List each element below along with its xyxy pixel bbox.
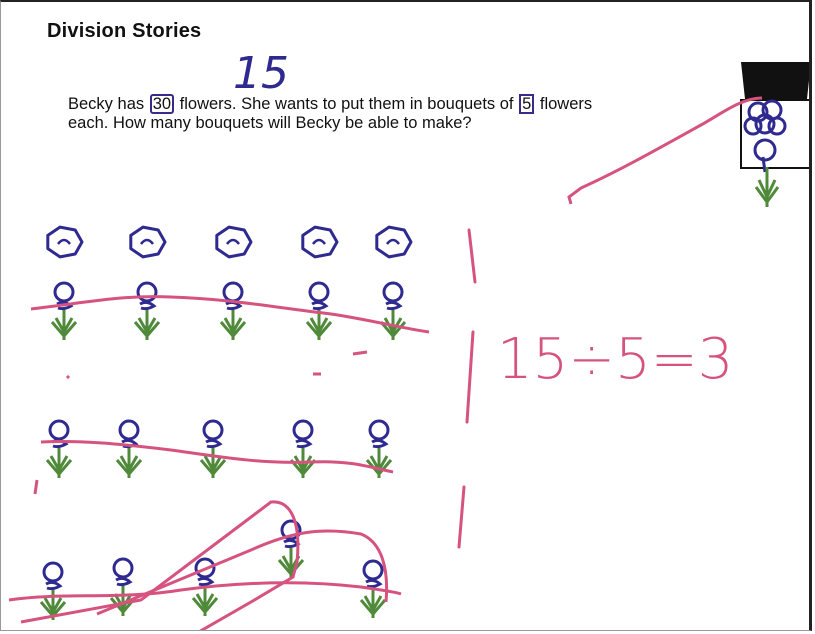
leaves-icon bbox=[289, 455, 317, 475]
petal-curl-icon bbox=[226, 238, 240, 245]
flower-head-icon bbox=[118, 419, 140, 441]
pink-dash-1 bbox=[352, 350, 368, 356]
vase-bouquet-icon bbox=[743, 99, 787, 173]
flower-head-icon bbox=[42, 561, 64, 583]
leaves-icon bbox=[133, 317, 161, 337]
problem-text-part1: Becky has bbox=[68, 95, 149, 113]
leaves-icon bbox=[45, 455, 73, 475]
flower-head-icon bbox=[382, 281, 404, 303]
pink-zigzag-stroke bbox=[20, 500, 300, 630]
problem-text-part3: flowers bbox=[535, 95, 593, 113]
flowers-drawing bbox=[39, 225, 413, 620]
petal-curl-icon bbox=[312, 238, 326, 245]
leaves-icon bbox=[50, 317, 78, 337]
flower-head-icon bbox=[222, 281, 244, 303]
flower-head-icon bbox=[112, 557, 134, 579]
flower-base-icon bbox=[311, 300, 329, 311]
leaves-icon bbox=[191, 593, 219, 613]
flower-base-icon bbox=[197, 576, 215, 587]
cloud-petal-icon bbox=[129, 225, 167, 259]
total-flowers-box: 30 bbox=[149, 94, 175, 114]
cloud-petal-icon bbox=[46, 225, 84, 259]
flower-base-icon bbox=[371, 438, 389, 449]
problem-text-part2: flowers. She wants to put them in bouque… bbox=[175, 95, 519, 113]
leaves-icon bbox=[359, 595, 387, 615]
pink-pointer-stroke bbox=[567, 96, 763, 205]
equation-15-div-5-eq-3: 15÷5=3 bbox=[497, 327, 733, 392]
problem-text: Becky has 30 flowers. She wants to put t… bbox=[68, 94, 708, 133]
cloud-petal-icon bbox=[301, 225, 339, 259]
pink-row3-stroke bbox=[8, 581, 402, 602]
flower-base-icon bbox=[121, 438, 139, 449]
problem-line-2: each. How many bouquets will Becky be ab… bbox=[68, 114, 472, 132]
vase-stem-icon bbox=[754, 167, 780, 207]
flower-head-icon bbox=[48, 419, 70, 441]
flower-base-icon bbox=[205, 438, 223, 449]
petal-curl-icon bbox=[386, 238, 400, 245]
vase-icon bbox=[740, 62, 809, 169]
petal-curl-icon bbox=[57, 238, 71, 245]
flower-base-icon bbox=[283, 538, 301, 549]
flower-head-icon bbox=[292, 419, 314, 441]
flower-head-icon bbox=[362, 559, 384, 581]
pink-row2-stroke bbox=[40, 439, 394, 474]
flower-base-icon bbox=[365, 578, 383, 589]
group-size-box: 5 bbox=[519, 94, 535, 114]
flower-head-icon bbox=[202, 419, 224, 441]
problem-line-1: Becky has 30 flowers. She wants to put t… bbox=[68, 94, 708, 114]
leaves-icon bbox=[39, 597, 67, 617]
leaves-icon bbox=[219, 317, 247, 337]
flower-base-icon bbox=[56, 300, 74, 311]
pink-row1-stroke bbox=[30, 295, 430, 334]
leaves-icon bbox=[199, 455, 227, 475]
leaves-icon bbox=[305, 317, 333, 337]
flower-head-icon bbox=[308, 281, 330, 303]
leaves-icon bbox=[379, 317, 407, 337]
flower-base-icon bbox=[139, 300, 157, 311]
pink-dot bbox=[65, 374, 71, 380]
petal-curl-icon bbox=[140, 238, 154, 245]
leaves-icon bbox=[115, 455, 143, 475]
flower-head-icon bbox=[368, 419, 390, 441]
handwritten-15: 15 bbox=[233, 48, 289, 99]
pink-zigzag2-stroke bbox=[96, 529, 389, 616]
flower-base-icon bbox=[385, 300, 403, 311]
flower-base-icon bbox=[45, 580, 63, 591]
cloud-petal-icon bbox=[375, 225, 413, 259]
worksheet-title: Division Stories bbox=[47, 20, 202, 42]
cloud-petal-icon bbox=[215, 225, 253, 259]
pink-divider-stroke bbox=[457, 228, 477, 549]
flower-head-icon bbox=[53, 281, 75, 303]
flower-base-icon bbox=[115, 576, 133, 587]
pink-tick bbox=[33, 479, 39, 495]
flower-base-icon bbox=[295, 438, 313, 449]
